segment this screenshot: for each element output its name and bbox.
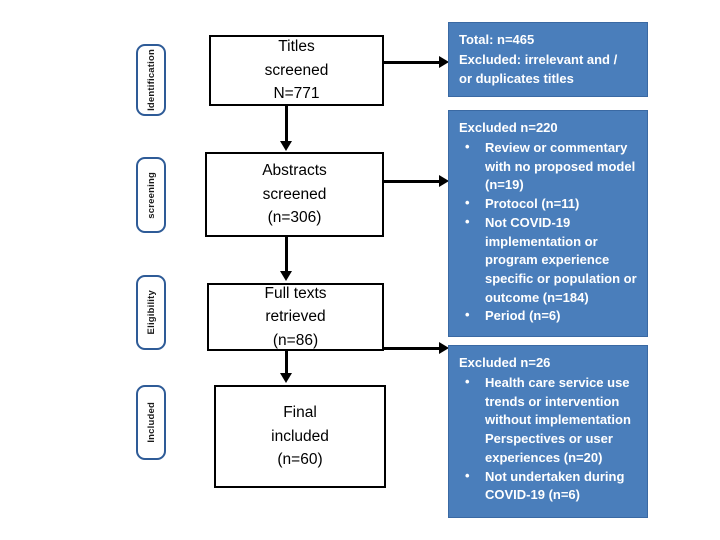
exclusion-bullet: Health care service use trends or interv… [459,373,637,468]
flow-box-abstracts-screened-line-2: screened [262,185,327,203]
connector-abstracts-to-full-texts [285,237,288,273]
exclusion-box-excluded-titles-line-1: Excluded: irrelevant and / [459,51,618,67]
connector-titles-to-excluded [384,61,441,64]
stage-label-eligibility-text: Eligibility [145,290,157,335]
flow-box-titles-screened-line-2: screened [264,61,329,79]
stage-label-screening: screening [136,157,166,233]
flow-box-final-included-line-3: (n=60) [277,451,323,469]
exclusion-box-excluded-full-texts: Excluded n=26 Health care service use tr… [448,345,648,518]
arrowhead-titles-to-excluded [439,55,449,68]
exclusion-box-excluded-full-texts-list: Health care service use trends or interv… [459,373,637,505]
connector-abstracts-to-excluded [384,180,441,183]
stage-label-included-text: Included [145,402,157,443]
flow-box-full-texts-retrieved: Full texts retrieved (n=86) [207,283,384,351]
flow-box-titles-screened: Titles screened N=771 [209,35,384,106]
flow-box-abstracts-screened: Abstracts screened (n=306) [205,152,384,237]
stage-label-identification: Identification [136,44,166,116]
flow-box-final-included-line-1: Final [283,404,317,422]
arrowhead-abstracts-to-excluded [439,174,449,187]
exclusion-box-excluded-abstracts-heading: Excluded n=220 [459,120,558,135]
exclusion-bullet: Period (n=6) [459,306,637,326]
stage-label-eligibility: Eligibility [136,275,166,350]
exclusion-box-excluded-titles-heading: Total: n=465 [459,32,535,47]
arrowhead-titles-to-abstracts [279,141,292,151]
arrowhead-full-texts-to-final [279,373,292,383]
stage-label-screening-text: screening [145,171,157,219]
exclusion-box-excluded-titles: Total: n=465 Excluded: irrelevant and / … [448,22,648,97]
flow-box-abstracts-screened-line-1: Abstracts [262,162,327,180]
exclusion-box-excluded-abstracts: Excluded n=220 Review or commentary with… [448,110,648,337]
connector-full-texts-to-final [285,351,288,375]
exclusion-bullet: Protocol (n=11) [459,194,637,214]
exclusion-box-excluded-abstracts-list: Review or commentary with no proposed mo… [459,138,637,326]
flow-box-titles-screened-line-3: N=771 [273,85,320,103]
flow-box-full-texts-retrieved-line-3: (n=86) [272,331,319,349]
exclusion-box-excluded-titles-line-2: or duplicates titles [459,70,574,86]
flow-box-abstracts-screened-line-3: (n=306) [267,209,322,227]
exclusion-bullet: Not COVID-19 implementation or program e… [459,213,637,308]
stage-label-identification-text: Identification [145,49,157,111]
stage-label-included: Included [136,385,166,460]
exclusion-bullet: Not undertaken during COVID-19 (n=6) [459,467,637,505]
flow-box-final-included-line-2: included [271,427,329,445]
exclusion-bullet: Review or commentary with no proposed mo… [459,138,637,195]
arrowhead-abstracts-to-full-texts [279,271,292,281]
flow-box-full-texts-retrieved-line-2: retrieved [265,308,326,326]
flow-box-final-included: Final included (n=60) [214,385,386,488]
flow-box-full-texts-retrieved-line-1: Full texts [264,284,327,302]
exclusion-box-excluded-full-texts-heading: Excluded n=26 [459,355,551,370]
flow-box-titles-screened-line-1: Titles [278,38,315,56]
arrowhead-full-texts-to-excluded [439,341,449,354]
connector-full-texts-to-excluded [384,347,441,350]
connector-titles-to-abstracts [285,106,288,143]
